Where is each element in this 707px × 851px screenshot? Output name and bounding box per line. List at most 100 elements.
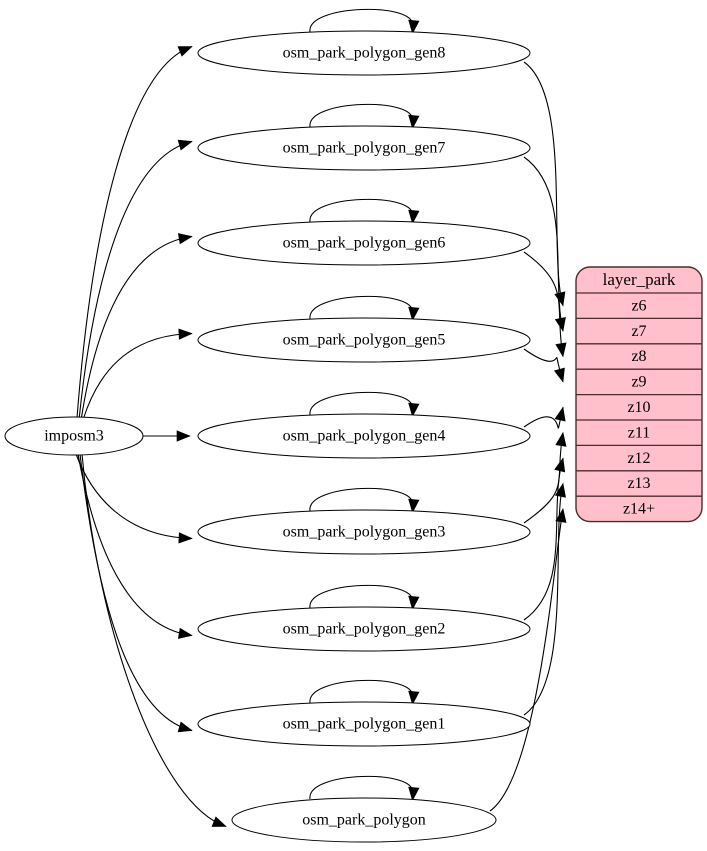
table-row-z12[interactable]: z12 <box>576 445 702 470</box>
node-label-osm_park_polygon_gen3: osm_park_polygon_gen3 <box>283 524 446 541</box>
edge-imposm3-to-osm_park_polygon <box>81 453 227 828</box>
edge-osm_park_polygon-to-z14+ <box>489 508 564 812</box>
arrowhead-osm_park_polygon-to-z14+ <box>555 508 567 523</box>
table-row-z11[interactable]: z11 <box>576 420 702 445</box>
node-osm_park_polygon[interactable]: osm_park_polygon <box>231 797 497 843</box>
node-label-imposm3: imposm3 <box>44 428 104 445</box>
node-osm_park_polygon_gen4[interactable]: osm_park_polygon_gen4 <box>197 413 531 459</box>
self-loop-osm_park_polygon_gen1 <box>309 679 413 704</box>
arrowhead-osm_park_polygon_gen2-to-z12 <box>554 457 566 473</box>
arrowhead-self-loop-osm_park_polygon_gen5 <box>408 306 420 322</box>
arrowhead-imposm3-to-osm_park_polygon_gen5 <box>178 328 193 340</box>
table-row-z7[interactable]: z7 <box>576 318 702 343</box>
edge-imposm3-to-osm_park_polygon_gen3 <box>75 453 193 540</box>
node-label-osm_park_polygon_gen6: osm_park_polygon_gen6 <box>283 235 446 252</box>
edge-imposm3-to-osm_park_polygon_gen8 <box>76 45 193 419</box>
arrowhead-imposm3-to-osm_park_polygon_gen3 <box>178 532 193 544</box>
node-osm_park_polygon_gen2[interactable]: osm_park_polygon_gen2 <box>197 606 531 652</box>
table-cell-label-z10: z10 <box>627 399 650 416</box>
layer-park-table[interactable]: layer_park z6 z7 z8 z9 z10 z11 z12 z13 z14+ <box>575 266 703 523</box>
node-osm_park_polygon_gen6[interactable]: osm_park_polygon_gen6 <box>197 220 531 266</box>
node-osm_park_polygon_gen8[interactable]: osm_park_polygon_gen8 <box>197 30 531 76</box>
table-cell-label-z8: z8 <box>631 348 646 365</box>
nodes-layer: osm_park_polygon_gen8 osm_park_polygon_ge… <box>4 30 531 843</box>
node-shape-osm_park_polygon_gen6[interactable] <box>197 220 531 266</box>
table-row-z14+[interactable]: z14+ <box>576 496 702 521</box>
node-label-osm_park_polygon_gen1: osm_park_polygon_gen1 <box>283 716 446 733</box>
arrowhead-osm_park_polygon_gen3-to-z11 <box>555 431 567 447</box>
arrowhead-osm_park_polygon_gen1-to-z13 <box>554 482 566 498</box>
table-row-z6[interactable]: z6 <box>576 293 702 318</box>
node-imposm3[interactable]: imposm3 <box>4 416 144 456</box>
table-row-z8[interactable]: z8 <box>576 344 702 369</box>
node-shape-osm_park_polygon_gen4[interactable] <box>197 413 531 459</box>
self-loop-osm_park_polygon_gen6 <box>309 198 413 223</box>
edge-osm_park_polygon_gen4-to-z10 <box>523 407 564 429</box>
node-osm_park_polygon_gen3[interactable]: osm_park_polygon_gen3 <box>197 509 531 555</box>
node-osm_park_polygon_gen1[interactable]: osm_park_polygon_gen1 <box>197 701 531 747</box>
table-row-z10[interactable]: z10 <box>576 395 702 420</box>
node-label-osm_park_polygon_gen7: osm_park_polygon_gen7 <box>283 140 446 157</box>
arrowhead-self-loop-osm_park_polygon_gen7 <box>408 114 420 130</box>
node-shape-osm_park_polygon_gen3[interactable] <box>197 509 531 555</box>
arrowhead-imposm3-to-osm_park_polygon_gen8 <box>177 46 193 57</box>
table-cell-label-z6: z6 <box>631 297 646 314</box>
self-loop-osm_park_polygon_gen7 <box>309 103 413 128</box>
node-shape-osm_park_polygon_gen7[interactable] <box>197 125 531 171</box>
self-loop-osm_park_polygon <box>309 775 413 800</box>
self-loop-osm_park_polygon_gen8 <box>309 8 413 33</box>
node-shape-osm_park_polygon_gen8[interactable] <box>197 30 531 76</box>
arrowhead-self-loop-osm_park_polygon_gen1 <box>408 690 420 706</box>
node-osm_park_polygon_gen7[interactable]: osm_park_polygon_gen7 <box>197 125 531 171</box>
node-label-osm_park_polygon_gen8: osm_park_polygon_gen8 <box>283 45 446 62</box>
edge-osm_park_polygon_gen2-to-z12 <box>523 457 564 621</box>
arrowhead-osm_park_polygon_gen6-to-z8 <box>555 342 567 358</box>
node-label-osm_park_polygon_gen2: osm_park_polygon_gen2 <box>283 621 446 638</box>
edge-imposm3-to-osm_park_polygon_gen6 <box>80 235 193 419</box>
table-cell-label-z12: z12 <box>627 450 650 467</box>
self-loop-osm_park_polygon_gen3 <box>309 487 413 512</box>
node-osm_park_polygon_gen5[interactable]: osm_park_polygon_gen5 <box>197 317 531 363</box>
table-row-z9[interactable]: z9 <box>576 369 702 394</box>
arrowhead-imposm3-to-osm_park_polygon_gen4 <box>176 430 191 442</box>
node-shape-osm_park_polygon_gen1[interactable] <box>197 701 531 747</box>
node-shape-osm_park_polygon_gen5[interactable] <box>197 317 531 363</box>
arrowhead-imposm3-to-osm_park_polygon_gen6 <box>177 233 193 245</box>
arrowhead-self-loop-osm_park_polygon_gen6 <box>408 209 420 225</box>
table-cell-label-z11: z11 <box>628 424 651 441</box>
table-cell-label-z13: z13 <box>627 475 650 492</box>
arrowhead-self-loop-osm_park_polygon <box>408 786 420 802</box>
self-loop-osm_park_polygon_gen4 <box>309 391 413 416</box>
edge-osm_park_polygon_gen5-to-z9 <box>523 348 564 383</box>
table-row-z13[interactable]: z13 <box>576 471 702 496</box>
arrowhead-osm_park_polygon_gen4-to-z10 <box>554 406 566 422</box>
edge-imposm3-to-osm_park_polygon_gen7 <box>78 140 193 419</box>
edge-imposm3-to-osm_park_polygon_gen2 <box>77 453 193 637</box>
node-label-osm_park_polygon: osm_park_polygon <box>302 812 426 829</box>
node-shape-imposm3[interactable] <box>4 416 144 456</box>
arrowhead-osm_park_polygon_gen5-to-z9 <box>553 367 565 383</box>
edge-osm_park_polygon_gen6-to-z8 <box>523 251 564 357</box>
edge-imposm3-to-osm_park_polygon_gen5 <box>83 332 193 419</box>
table-cell-label-z7: z7 <box>631 323 646 340</box>
arrowhead-self-loop-osm_park_polygon_gen8 <box>408 19 420 35</box>
arrowhead-imposm3-to-osm_park_polygon <box>211 816 227 827</box>
self-loop-osm_park_polygon_gen2 <box>309 584 413 609</box>
edge-osm_park_polygon_gen1-to-z13 <box>523 483 564 716</box>
self-loop-osm_park_polygon_gen5 <box>309 295 413 320</box>
table-title: layer_park <box>603 270 676 289</box>
edge-imposm3-to-osm_park_polygon_gen1 <box>79 453 193 732</box>
arrowhead-imposm3-to-osm_park_polygon_gen2 <box>177 627 193 639</box>
arrowhead-self-loop-osm_park_polygon_gen4 <box>408 402 420 418</box>
arrowhead-imposm3-to-osm_park_polygon_gen7 <box>177 139 193 151</box>
node-shape-osm_park_polygon_gen2[interactable] <box>197 606 531 652</box>
node-label-osm_park_polygon_gen5: osm_park_polygon_gen5 <box>283 332 446 349</box>
arrowhead-self-loop-osm_park_polygon_gen2 <box>408 595 420 611</box>
arrowhead-imposm3-to-osm_park_polygon_gen1 <box>177 721 193 733</box>
edges-layer <box>75 8 567 828</box>
table-cell-label-z9: z9 <box>631 374 646 391</box>
node-shape-osm_park_polygon[interactable] <box>231 797 497 843</box>
table-cell-label-z14+: z14+ <box>623 501 655 518</box>
